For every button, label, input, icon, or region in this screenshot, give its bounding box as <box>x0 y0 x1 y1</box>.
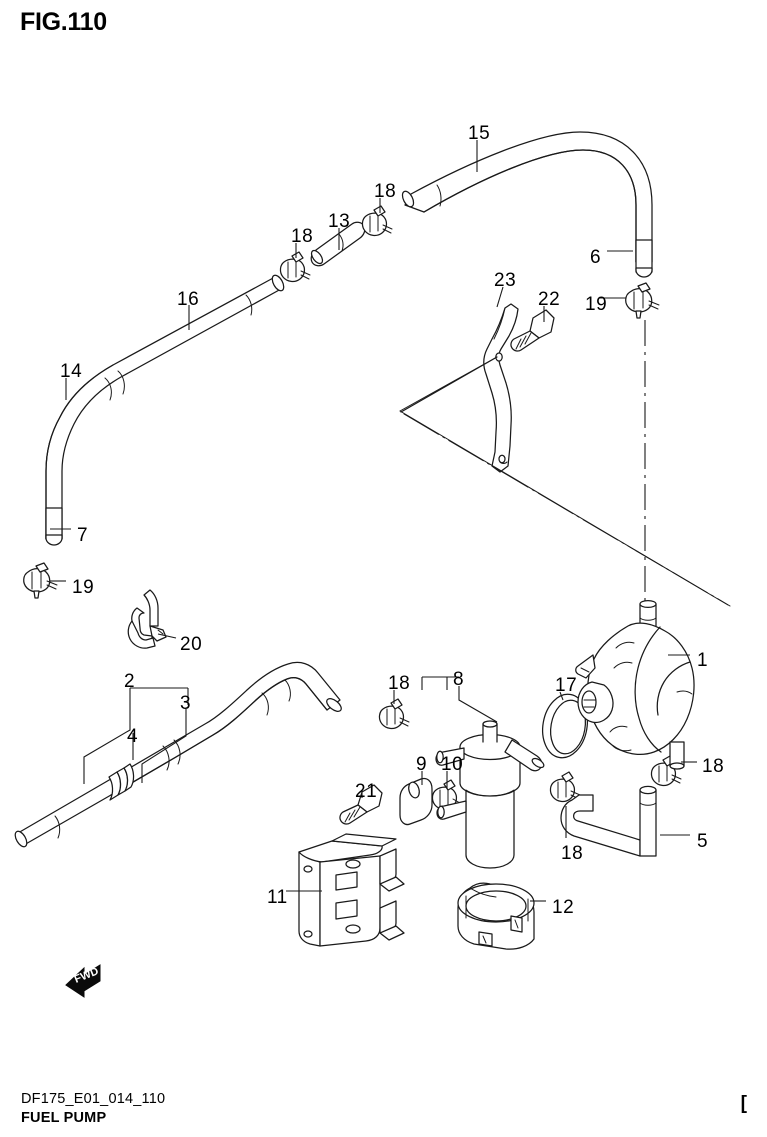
callout-18-b: 18 <box>374 181 397 202</box>
callout-11: 11 <box>267 887 288 908</box>
part-13-hose-joint-pipe <box>310 221 366 267</box>
part-23-stay-bracket <box>483 303 519 473</box>
part-16-14-7-left-hose <box>45 274 285 546</box>
callout-18-e: 18 <box>702 756 725 777</box>
callout-10: 10 <box>441 754 464 775</box>
callout-21: 21 <box>355 781 378 802</box>
callout-23: 23 <box>494 270 517 291</box>
part-20-hose-clamp-holder <box>127 589 167 649</box>
callout-16: 16 <box>177 289 200 310</box>
callout-12: 12 <box>552 897 575 918</box>
part-6-fuel-hose-end-upper <box>635 239 653 278</box>
callout-18-a: 18 <box>291 226 314 247</box>
callout-18-c: 18 <box>388 673 411 694</box>
callout-1: 1 <box>697 650 709 671</box>
callout-13: 13 <box>328 211 351 232</box>
fwd-arrow-icon: FWD <box>65 964 101 998</box>
leader-lines <box>50 140 697 902</box>
part-19-hose-clip-a <box>23 562 58 599</box>
part-18-hose-clamp-a <box>279 251 311 283</box>
callout-18-d: 18 <box>561 843 584 864</box>
callout-19-b: 19 <box>585 294 608 315</box>
diagram-caption: FUEL PUMP <box>21 1110 107 1127</box>
part-21-bolt <box>339 784 383 825</box>
footer: DF175_E01_014_110 FUEL PUMP <box>21 1090 165 1129</box>
part-22-bolt <box>510 309 555 352</box>
part-1-fuel-pump-body <box>575 599 695 770</box>
diagram-code: DF175_E01_014_110 <box>21 1090 166 1107</box>
page-title: FIG.110 <box>20 8 107 36</box>
callout-7: 7 <box>77 525 89 546</box>
callout-9: 9 <box>416 754 428 775</box>
part-8-fuel-filter <box>435 720 545 869</box>
part-12-filter-retainer <box>457 882 535 950</box>
part-5-fuel-hose-outlet <box>560 785 657 857</box>
part-19-hose-clip-b <box>625 282 660 319</box>
callout-3: 3 <box>180 693 192 714</box>
part-18-hose-clamp-d <box>549 771 581 803</box>
callout-8: 8 <box>453 669 465 690</box>
callout-20: 20 <box>180 634 203 655</box>
callout-14: 14 <box>60 361 83 382</box>
part-11-mounting-bracket <box>298 833 405 947</box>
callout-15: 15 <box>468 123 491 144</box>
part-15-fuel-hose-upper <box>401 131 653 263</box>
callout-17: 17 <box>555 675 578 696</box>
callout-5: 5 <box>697 831 709 852</box>
callout-4: 4 <box>127 726 139 747</box>
reference-line-c <box>403 413 731 607</box>
part-2-3-4-lower-left-hose <box>14 661 342 848</box>
part-9-hose-sleeve <box>399 777 433 826</box>
corner-bracket-glyph: [ <box>740 1093 747 1114</box>
callout-2: 2 <box>124 671 136 692</box>
part-17-o-ring <box>542 693 588 759</box>
callout-22: 22 <box>538 289 561 310</box>
callout-19-a: 19 <box>72 577 95 598</box>
callout-6: 6 <box>590 247 602 268</box>
part-18-hose-clamp-b <box>361 205 393 237</box>
